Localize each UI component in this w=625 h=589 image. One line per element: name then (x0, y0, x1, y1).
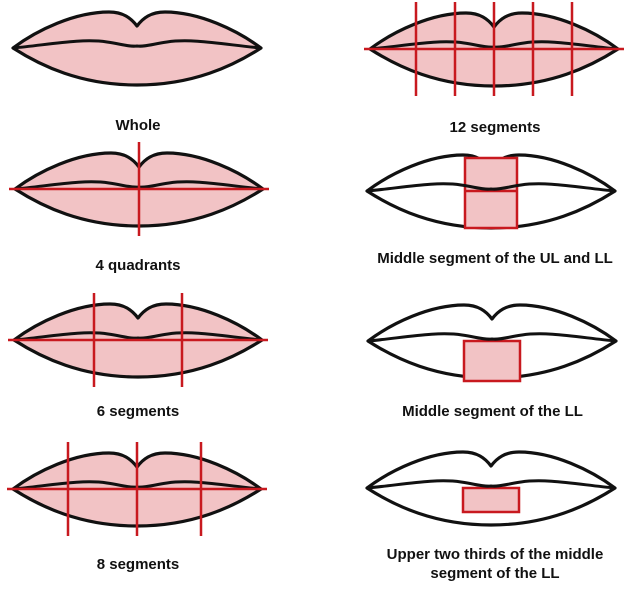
lip-panel-8-segments (7, 442, 267, 536)
caption-12-segments: 12 segments (395, 118, 595, 137)
lip-panel-middle-ul-ll (367, 155, 615, 228)
lip-panel-6-segments (8, 293, 268, 387)
lip-panel-4-quadrants (9, 142, 269, 236)
caption-middle-ul-ll: Middle segment of the UL and LL (365, 249, 625, 268)
lip-outline (13, 12, 261, 85)
lip-panel-whole (13, 12, 261, 85)
middle-segment-ul-ll-rect (465, 158, 517, 228)
caption-whole: Whole (38, 116, 238, 135)
upper-two-thirds-ll-rect (463, 488, 519, 512)
lip-panel-12-segments (364, 2, 624, 96)
caption-upper-two-thirds-middle-ll: Upper two thirds of the middle segment o… (380, 545, 610, 583)
caption-6-segments: 6 segments (38, 402, 238, 421)
caption-8-segments: 8 segments (38, 555, 238, 574)
caption-middle-ll: Middle segment of the LL (360, 402, 625, 421)
middle-segment-ll-rect (464, 341, 520, 381)
lip-panel-upper-two-thirds-middle-ll (367, 452, 615, 525)
caption-4-quadrants: 4 quadrants (38, 256, 238, 275)
lip-panel-middle-ll (368, 305, 616, 381)
